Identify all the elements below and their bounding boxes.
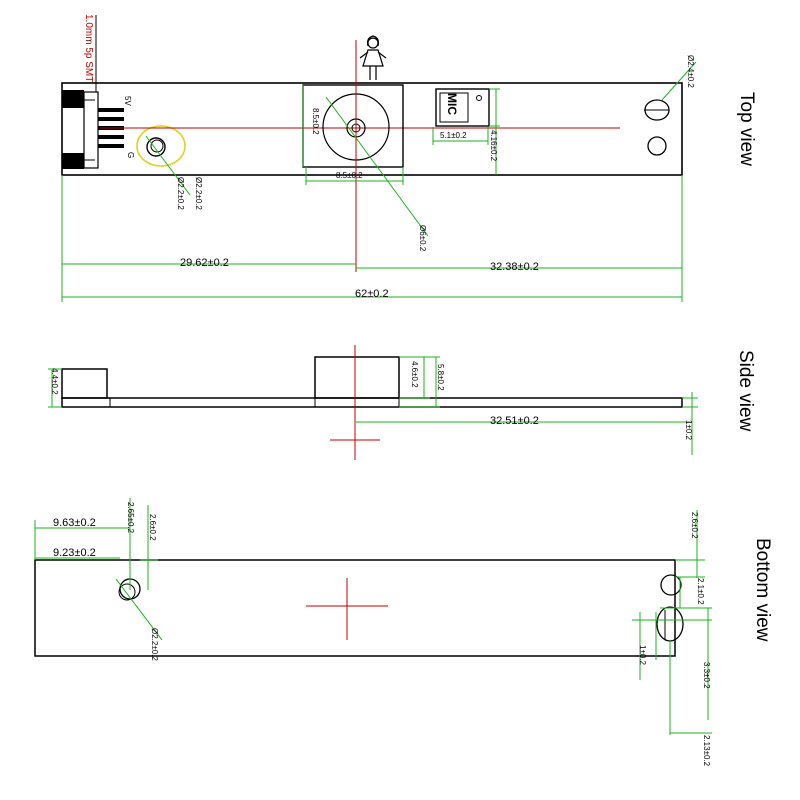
top-connector	[62, 90, 124, 169]
dim-hole-bottom: Ø2.2±0.2	[150, 628, 159, 661]
mic-box	[435, 88, 490, 127]
dim-mic-w: 5.1±0.2	[440, 131, 467, 140]
connector-note: 1.0mm 5p SMT	[83, 14, 94, 82]
orientation-person-icon	[359, 35, 387, 80]
bottom-view: Ø2.2±0.2 9.63±0.2 9.23±0.2 2.65±0.2 2.6±…	[34, 498, 773, 767]
top-view: 5V G 1.0mm 5p SMT Ø2.2±0.2 Ø2.2±0.2 Ø6±0…	[61, 14, 757, 302]
dim-hole-left-b: Ø2.2±0.2	[194, 177, 203, 210]
dim-offset: 32.51±0.2	[490, 415, 539, 427]
dim-board-t: 1±0.2	[684, 420, 693, 441]
dim-lens: Ø6±0.2	[418, 225, 427, 252]
side-view-title: Side view	[735, 350, 756, 432]
side-connector	[61, 368, 108, 399]
pin-5v-label: 5V	[123, 96, 132, 106]
top-view-title: Top view	[736, 92, 757, 166]
dim-sensor-w: 8.5±0.2	[336, 171, 363, 180]
pin-g-label: G	[126, 152, 135, 158]
side-sensor-module	[314, 356, 400, 399]
dim-963: 9.63±0.2	[53, 517, 96, 529]
top-board-outline	[61, 82, 683, 176]
dim-module-h: 4.6±0.2	[410, 361, 419, 388]
dim-26-left: 2.6±0.2	[148, 514, 157, 541]
dim-left-span: 29.62±0.2	[180, 257, 229, 269]
dim-213: 2.13±0.2	[702, 735, 711, 767]
side-board	[61, 397, 683, 408]
dim-26-right: 2.6±0.2	[690, 512, 699, 539]
dim-module-total: 5.8±0.2	[436, 364, 445, 391]
dim-hole-left-a: Ø2.2±0.2	[176, 177, 185, 210]
dim-33: 3.3±0.2	[702, 662, 711, 689]
bottom-view-title: Bottom view	[752, 538, 773, 642]
dim-265: 2.65±0.2	[126, 502, 135, 534]
bottom-right-slot-hole	[656, 606, 684, 642]
left-hole	[146, 137, 166, 157]
mic-label: MIC	[445, 93, 459, 115]
dim-total: 62±0.2	[355, 288, 389, 300]
hole-highlight	[136, 125, 186, 167]
bottom-right-round-hole	[660, 574, 682, 596]
dim-1: 1±0.2	[638, 645, 647, 666]
bottom-board-outline	[34, 559, 676, 657]
dim-hole-right: Ø2.4±0.2	[686, 55, 695, 88]
dim-connector-h: 4.4±0.2	[50, 368, 59, 395]
dim-mic-h: 4.16±0.2	[489, 130, 498, 162]
right-round-hole	[647, 136, 667, 156]
side-view: 4.4±0.2 4.6±0.2 5.8±0.2 32.51±0.2 1±0.2 …	[48, 345, 756, 460]
dim-right-span: 32.38±0.2	[490, 261, 539, 273]
dim-923: 9.23±0.2	[53, 547, 96, 559]
dim-21: 2.1±0.2	[696, 578, 705, 605]
dim-sensor-h: 8.5±0.2	[311, 108, 320, 135]
